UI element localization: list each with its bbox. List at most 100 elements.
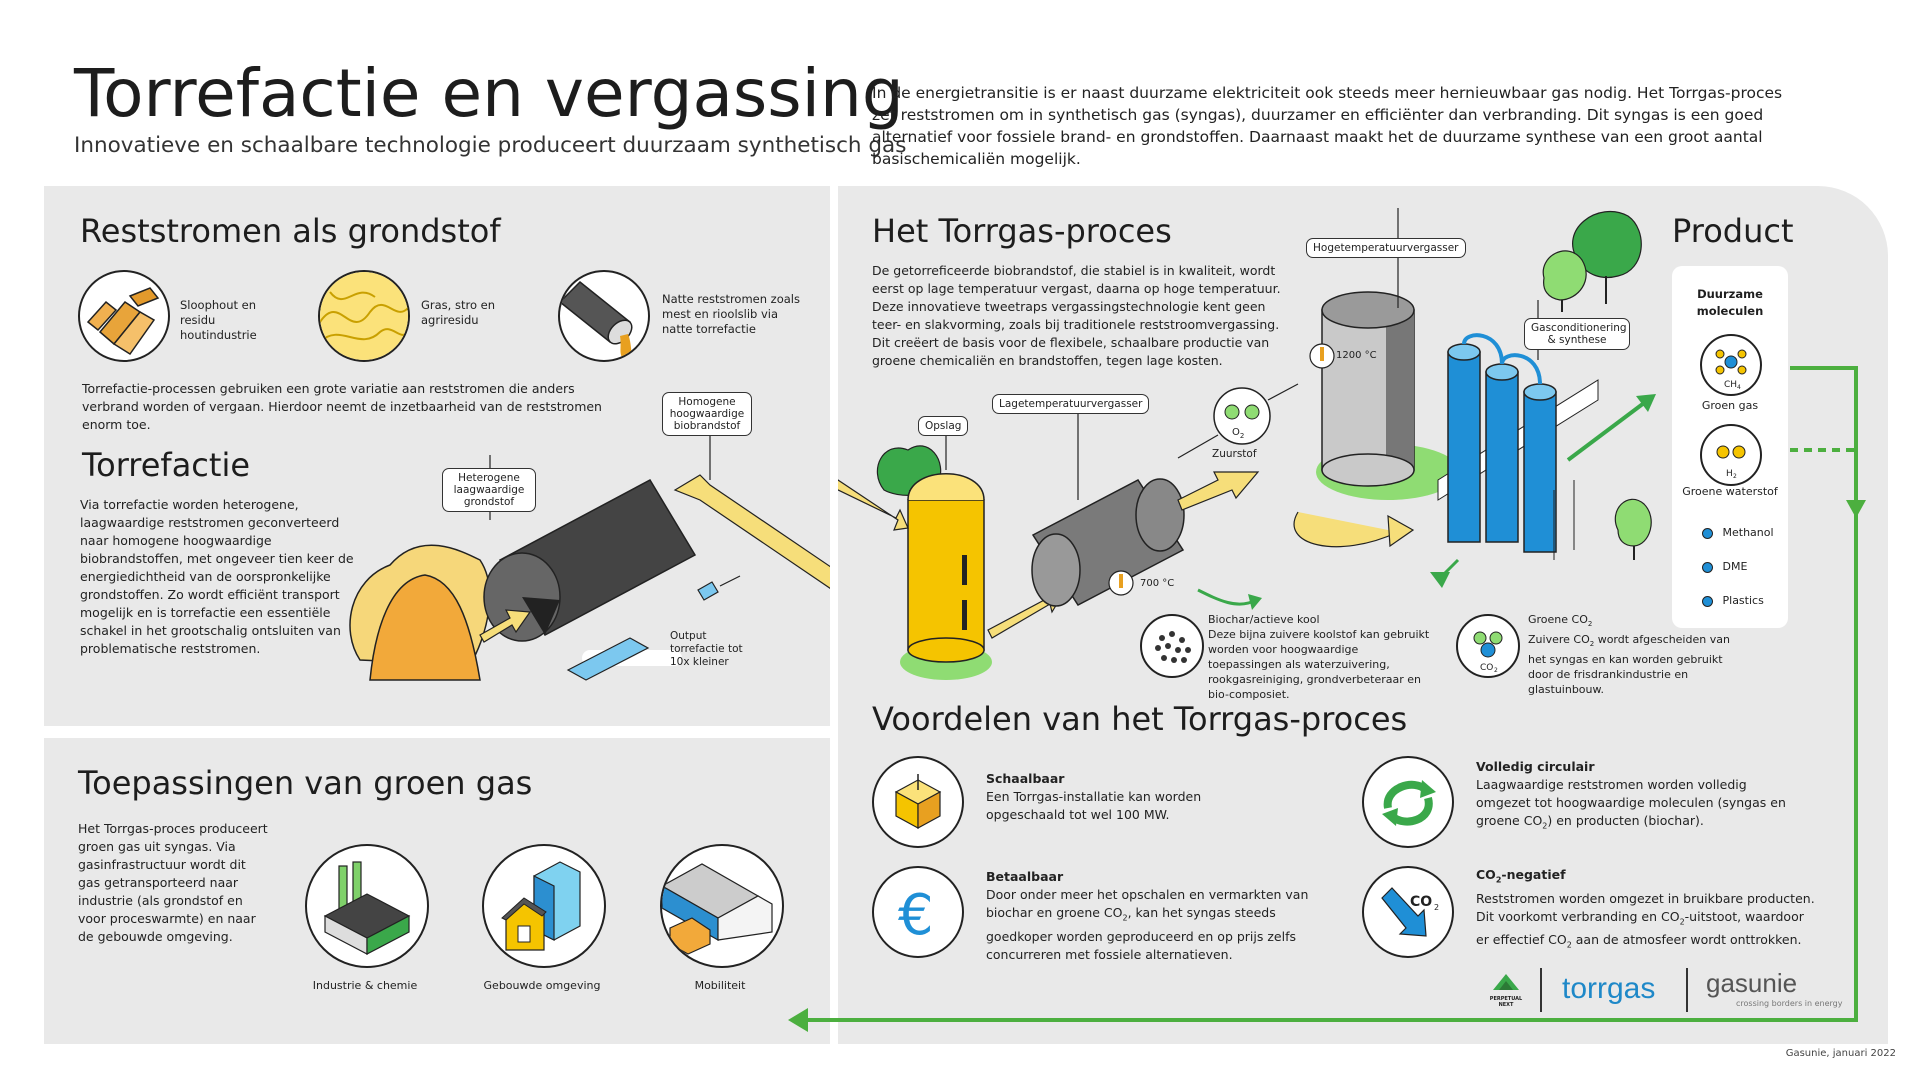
gas-conditioning-columns bbox=[1437, 300, 1599, 560]
torrefactie-text: Via torrefactie worden heterogene, laagw… bbox=[80, 497, 354, 656]
schaalbaar-text: Een Torrgas-installatie kan worden opges… bbox=[986, 789, 1202, 822]
process-illustration bbox=[838, 208, 1656, 680]
biomass-heap-front bbox=[369, 574, 481, 681]
product-list-item: Methanol bbox=[1702, 526, 1774, 539]
h2-molecule-icon: H 2 bbox=[1700, 424, 1762, 486]
pipe-icon bbox=[558, 270, 650, 362]
page-subtitle: Innovatieve en schaalbare technologie pr… bbox=[74, 133, 907, 158]
output-arrow bbox=[673, 474, 830, 589]
ltv-to-htv-arrow bbox=[1177, 471, 1260, 511]
torrefactie-title: Torrefactie bbox=[82, 446, 251, 484]
co2-molecule-icon: CO 2 bbox=[1456, 614, 1520, 678]
temp-low: 700 °C bbox=[1140, 578, 1175, 589]
logo-divider bbox=[1540, 968, 1542, 1012]
co2negatief-title: CO2-negatief bbox=[1476, 867, 1566, 885]
circular-icon bbox=[1362, 756, 1454, 848]
schaalbaar-title: Schaalbaar bbox=[986, 771, 1065, 786]
low-temp-gasifier bbox=[1031, 414, 1185, 607]
mobility-icon bbox=[660, 844, 784, 968]
betaalbaar-title: Betaalbaar bbox=[986, 869, 1064, 884]
schaalbaar-block: Schaalbaar Een Torrgas-installatie kan w… bbox=[986, 770, 1326, 824]
high-temp-gasifier bbox=[1316, 208, 1460, 500]
svg-text:CO: CO bbox=[1410, 894, 1432, 910]
pellet-blocks bbox=[566, 575, 741, 681]
svg-text:CH: CH bbox=[1724, 380, 1737, 390]
toepassingen-title: Toepassingen van groen gas bbox=[78, 764, 533, 802]
label-htv: Hogetemperatuurvergasser bbox=[1306, 238, 1466, 258]
loop-arrow bbox=[788, 366, 1866, 1032]
svg-text:H: H bbox=[1726, 469, 1733, 479]
biochar-description: Deze bijna zuivere koolstof kan gebruikt… bbox=[1208, 628, 1430, 701]
o2-label: O2 bbox=[1232, 427, 1245, 440]
torrgas-title: Het Torrgas-proces bbox=[872, 212, 1172, 250]
gasunie-logo: gasunie crossing borders in energy bbox=[1706, 968, 1843, 1008]
torrgas-logo: torrgas bbox=[1562, 972, 1656, 1005]
storage-silo bbox=[900, 428, 992, 680]
industry-icon bbox=[305, 844, 429, 968]
toepassing-gebouwd: Gebouwde omgeving bbox=[483, 979, 601, 992]
toepassing-mobiliteit: Mobiliteit bbox=[694, 979, 746, 992]
wood-icon bbox=[78, 270, 170, 362]
page-title: Torrefactie en vergassing bbox=[74, 55, 904, 132]
co2-description: Zuivere CO2 wordt afgescheiden van het s… bbox=[1528, 633, 1730, 697]
feed-arrow bbox=[838, 479, 909, 531]
biochar-text: Biochar/actieve kool Deze bijna zuivere … bbox=[1208, 612, 1432, 702]
svg-text:€: € bbox=[898, 883, 934, 948]
label-homogeen: Homogene hoogwaardige biobrandstof bbox=[662, 392, 752, 436]
output-label: Output torrefactie tot 10x kleiner bbox=[670, 630, 743, 668]
buildings-icon bbox=[482, 844, 606, 968]
co2-negative-icon: CO 2 bbox=[1362, 866, 1454, 958]
betaalbaar-text: Door onder meer het opschalen en vermark… bbox=[986, 887, 1309, 962]
reststromen-item-nat: Natte reststromen zoals mest en rioolsli… bbox=[662, 292, 800, 336]
svg-text:2: 2 bbox=[1733, 473, 1737, 480]
recycle-arrow bbox=[1293, 511, 1399, 548]
product-title: Product bbox=[1672, 212, 1794, 250]
co2-text: Groene CO2 Zuivere CO2 wordt afgescheide… bbox=[1528, 612, 1738, 697]
circulair-text: Laagwaardige reststromen worden volledig… bbox=[1476, 777, 1786, 831]
product-list-item: DME bbox=[1702, 560, 1747, 573]
label-opslag: Opslag bbox=[918, 416, 969, 436]
product-groene-waterstof: Groene waterstof bbox=[1682, 485, 1778, 498]
euro-icon: € bbox=[872, 866, 964, 958]
co2negatief-text: Reststromen worden omgezet in bruikbare … bbox=[1476, 890, 1815, 950]
grass-icon bbox=[318, 270, 410, 362]
perpetual-next-logo: PERPETUAL NEXT bbox=[1486, 972, 1526, 1008]
reststromen-text: Torrefactie-processen gebruiken een grot… bbox=[82, 381, 602, 432]
label-ltv: Lagetemperatuurvergasser bbox=[992, 394, 1150, 414]
circulair-title: Volledig circulair bbox=[1476, 759, 1595, 774]
syngas-to-product-arrow bbox=[1566, 398, 1650, 462]
product-groen-gas: Groen gas bbox=[1701, 399, 1759, 412]
svg-text:CO: CO bbox=[1480, 663, 1493, 673]
footer-credit: Gasunie, januari 2022 bbox=[1785, 1048, 1896, 1059]
voordelen-title: Voordelen van het Torrgas-proces bbox=[872, 700, 1408, 738]
toepassing-industrie: Industrie & chemie bbox=[312, 979, 418, 992]
label-gasconditionering: Gasconditionering & synthese bbox=[1524, 318, 1630, 350]
reststromen-title: Reststromen als grondstof bbox=[80, 212, 501, 250]
biochar-icon bbox=[1140, 614, 1204, 678]
reststromen-item-hout: Sloophout en residu houtindustrie bbox=[180, 298, 257, 342]
torrgas-text: De getorreficeerde biobrandstof, die sta… bbox=[872, 263, 1281, 368]
label-heterogeen: Heterogene laagwaardige grondstof bbox=[442, 468, 536, 512]
product-list-item: Plastics bbox=[1702, 594, 1764, 607]
reststromen-item-gras: Gras, stro en agriresidu bbox=[421, 298, 496, 327]
cube-icon bbox=[872, 756, 964, 848]
svg-text:2: 2 bbox=[1494, 667, 1498, 674]
trees-right bbox=[1542, 210, 1652, 560]
biochar-title: Biochar/actieve kool bbox=[1208, 613, 1320, 626]
logo-divider bbox=[1686, 968, 1688, 1012]
svg-text:2: 2 bbox=[1434, 903, 1439, 912]
oxygen-icon bbox=[1213, 387, 1271, 445]
torrefactie-illustration bbox=[349, 435, 830, 681]
temp-high: 1200 °C bbox=[1336, 350, 1377, 361]
intro-text: In de energietransitie is er naast duurz… bbox=[872, 84, 1783, 168]
svg-text:4: 4 bbox=[1737, 384, 1741, 391]
circulair-block: Volledig circulair Laagwaardige reststro… bbox=[1476, 758, 1796, 836]
co2negatief-block: CO2-negatief Reststromen worden omgezet … bbox=[1476, 866, 1816, 955]
input-arrow bbox=[479, 609, 532, 643]
product-card-title: Duurzame moleculen bbox=[1696, 287, 1764, 318]
betaalbaar-block: Betaalbaar Door onder meer het opschalen… bbox=[986, 868, 1326, 964]
zuurstof-label: Zuurstof bbox=[1212, 448, 1257, 460]
co2-title: Groene CO2 bbox=[1528, 613, 1593, 629]
ch4-molecule-icon: CH 4 bbox=[1700, 334, 1762, 396]
toepassingen-text: Het Torrgas-proces produceert groen gas … bbox=[78, 821, 268, 944]
